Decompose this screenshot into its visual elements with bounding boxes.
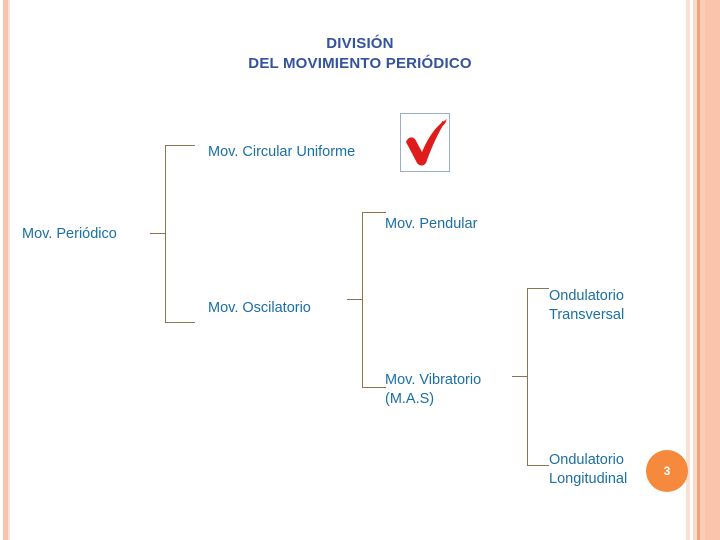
node-mov-periodico: Mov. Periódico — [22, 226, 117, 242]
bracket-vibratorio — [527, 288, 549, 466]
node-ondulatorio-transversal: Ondulatorio Transversal — [549, 288, 625, 323]
left-border-stripe-outer — [3, 0, 8, 540]
slide-title-line-1: DIVISIÓN — [326, 35, 394, 52]
bracket-periodico — [165, 145, 195, 323]
slide-title: DIVISIÓN DEL MOVIMIENTO PERIÓDICO — [0, 34, 720, 74]
node-mov-vibratorio: Mov. Vibratorio (M.A.S) — [385, 372, 482, 407]
right-border-stripe-4 — [697, 0, 700, 540]
page-number-badge: 3 — [646, 450, 688, 492]
bracket-oscilatorio — [362, 212, 386, 388]
slide-title-line-2: DEL MOVIMIENTO PERIÓDICO — [248, 55, 472, 72]
bracket-oscilatorio-connector — [347, 299, 363, 300]
right-border-stripe-2 — [690, 0, 693, 540]
right-border-stripe-6 — [705, 0, 720, 540]
right-border-stripe-3 — [693, 0, 697, 540]
right-border-stripe-1 — [686, 0, 690, 540]
right-border-stripe-5 — [700, 0, 705, 540]
node-ondulatorio-longitudinal: Ondulatorio Longitudinal — [549, 452, 628, 487]
node-mov-circular-uniforme: Mov. Circular Uniforme — [208, 144, 356, 160]
node-mov-pendular: Mov. Pendular — [385, 216, 478, 232]
left-border-stripe-inner — [8, 0, 10, 540]
bracket-periodico-connector — [150, 233, 166, 234]
bracket-vibratorio-connector — [512, 376, 528, 377]
node-mov-oscilatorio: Mov. Oscilatorio — [208, 300, 311, 316]
red-check-icon — [406, 119, 447, 166]
